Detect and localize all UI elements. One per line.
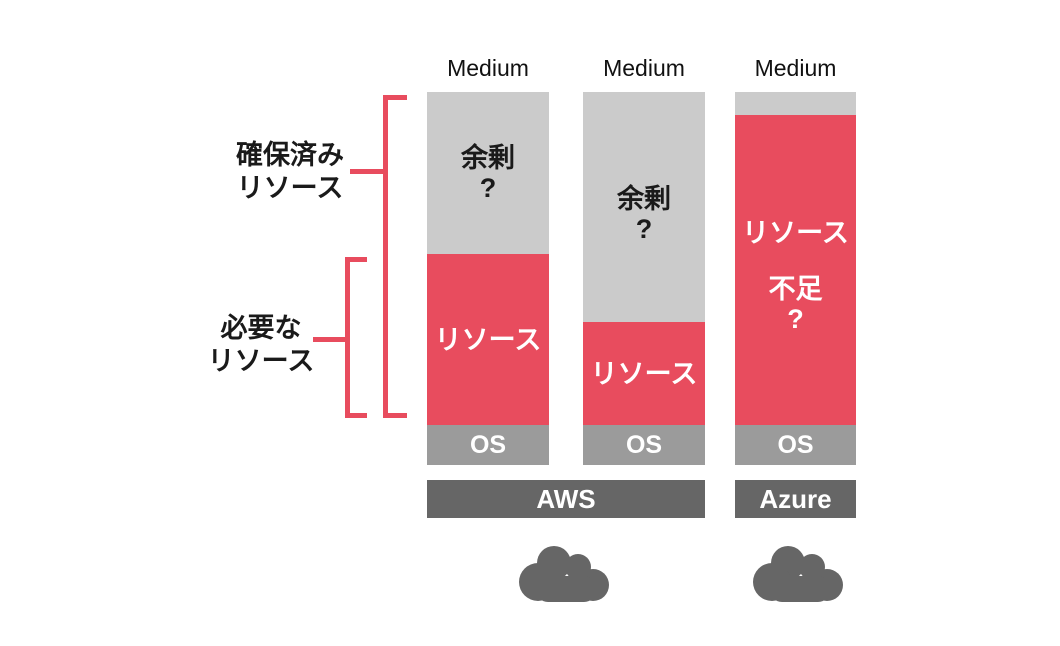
- required-resources-label-line2: リソース: [207, 346, 315, 376]
- reserved-resources-label-line1: 確保済み: [236, 140, 344, 170]
- required-bracket-top-arm: [345, 257, 367, 262]
- bar2-surplus-section: 余剰 ?: [583, 92, 705, 322]
- reserved-bracket-top-arm: [383, 95, 407, 100]
- reserved-bracket-bottom-arm: [383, 413, 407, 418]
- bar3-surplus-section: [735, 92, 856, 115]
- bar3-resource-section: リソース 不足 ?: [735, 115, 856, 425]
- bar3-os-label: OS: [777, 430, 814, 459]
- reserved-resources-label: 確保済み リソース: [220, 139, 360, 205]
- reserved-bracket-connector: [350, 169, 383, 174]
- required-bracket-connector: [313, 337, 345, 342]
- provider-bar-azure: Azure: [735, 480, 856, 518]
- required-resources-label-line1: 必要な: [220, 313, 302, 343]
- bar3-resource-label: リソース: [742, 218, 849, 248]
- bar1-surplus-section: 余剰 ?: [427, 92, 549, 254]
- reserved-bracket-vertical: [383, 95, 388, 418]
- bar2-surplus-question: ?: [635, 214, 653, 244]
- bar1-resource-label: リソース: [434, 324, 542, 355]
- provider-aws-label: AWS: [536, 483, 596, 514]
- provider-bar-aws: AWS: [427, 480, 705, 518]
- bar2-resource-label: リソース: [590, 358, 698, 389]
- required-resources-label: 必要な リソース: [191, 312, 331, 378]
- bar1-size-header: Medium: [447, 55, 529, 81]
- required-bracket-bottom-arm: [345, 413, 367, 418]
- provider-azure-label: Azure: [759, 483, 832, 514]
- bar3-size-header: Medium: [754, 55, 837, 81]
- bar1-os-label: OS: [469, 430, 507, 459]
- aws-cloud-icon: [519, 546, 609, 602]
- bar3-shortage-question: ?: [787, 304, 804, 334]
- bar1-resource-section: リソース: [427, 254, 549, 425]
- bar1-os-section: OS: [427, 425, 549, 465]
- bar2-os-section: OS: [583, 425, 705, 465]
- bar2-surplus-label: 余剰: [617, 184, 671, 214]
- reserved-resources-label-line2: リソース: [236, 173, 344, 203]
- bar2-os-label: OS: [625, 430, 663, 459]
- bar2-size-header: Medium: [603, 55, 685, 81]
- azure-cloud-icon: [753, 546, 843, 602]
- required-bracket-vertical: [345, 257, 350, 418]
- bar2-resource-section: リソース: [583, 322, 705, 425]
- bar1-surplus-label: 余剰: [461, 143, 515, 173]
- bar3-os-section: OS: [735, 425, 856, 465]
- bar3-shortage-label: 不足: [768, 274, 823, 304]
- bar1-surplus-question: ?: [479, 173, 497, 203]
